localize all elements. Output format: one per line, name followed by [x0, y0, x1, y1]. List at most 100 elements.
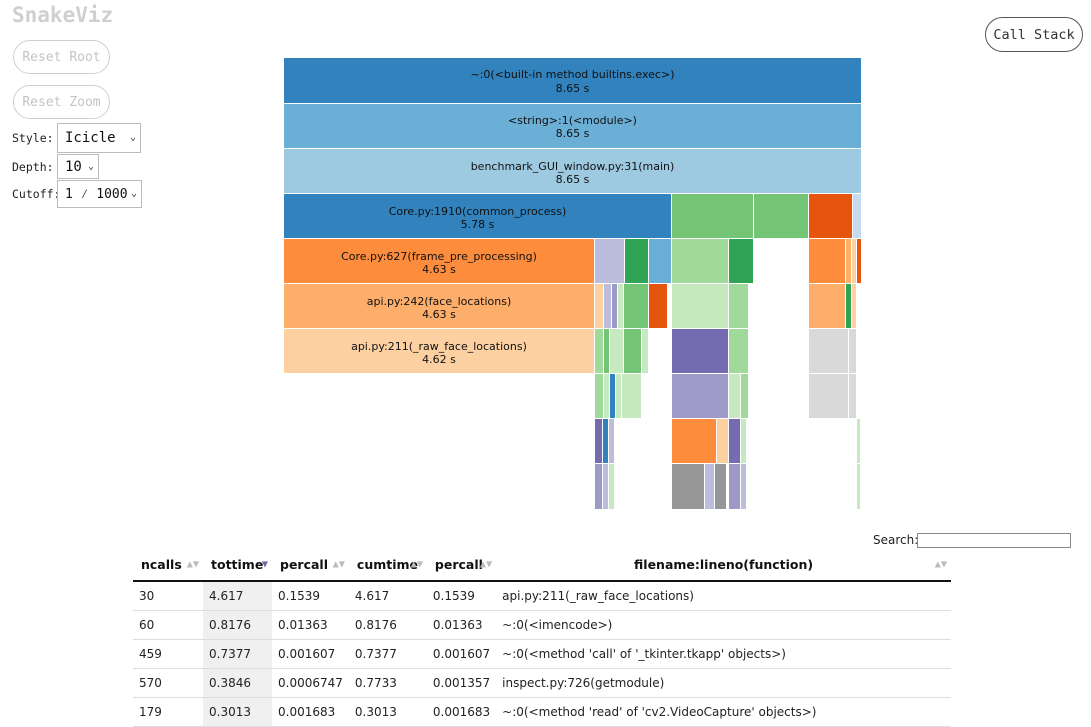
call-stack-button[interactable]: Call Stack [985, 17, 1083, 52]
icicle-block[interactable] [809, 329, 849, 374]
cell-percall-cum: 0.001683 [426, 697, 497, 727]
icicle-block[interactable] [729, 374, 741, 419]
cell-percall-cum: 0.01363 [426, 610, 497, 640]
icicle-block-common-process[interactable]: Core.py:1910(common_process) 5.78 s [284, 194, 672, 239]
icicle-block[interactable] [604, 284, 612, 329]
icicle-block[interactable] [729, 464, 741, 510]
depth-select[interactable]: 10 ⌄ [57, 154, 99, 179]
icicle-block[interactable] [604, 329, 610, 374]
icicle-block[interactable] [741, 464, 747, 510]
icicle-block-module[interactable]: <string>:1(<module>) 8.65 s [284, 104, 862, 149]
icicle-block[interactable] [616, 374, 622, 419]
icicle-block[interactable] [610, 329, 624, 374]
cell-function[interactable]: ~:0(<imencode>) [496, 610, 951, 640]
icicle-block[interactable] [809, 284, 846, 329]
icicle-block[interactable] [853, 194, 862, 239]
reset-zoom-button[interactable]: Reset Zoom [13, 85, 110, 119]
icicle-block[interactable] [741, 374, 749, 419]
icicle-block[interactable] [672, 194, 754, 239]
icicle-block[interactable] [672, 239, 729, 284]
cell-function[interactable]: ~:0(<method 'read' of 'cv2.VideoCapture'… [496, 697, 951, 727]
icicle-block[interactable] [649, 239, 672, 284]
cutoff-select-value: 1 ⁄ 1000 [65, 186, 128, 202]
cutoff-select[interactable]: 1 ⁄ 1000 ⌄ [57, 180, 142, 208]
table-row[interactable]: 179 0.3013 0.001683 0.3013 0.001683 ~:0(… [133, 697, 951, 727]
cell-tottime: 4.617 [203, 581, 272, 611]
icicle-block[interactable] [672, 464, 705, 510]
cell-function[interactable]: ~:0(<method 'call' of '_tkinter.tkapp' o… [496, 639, 951, 669]
icicle-block[interactable] [809, 239, 846, 284]
table-header-row: ncalls▲▼ tottime▼ percall▲▼ cumtime▲▼ pe… [133, 548, 951, 582]
icicle-block[interactable] [603, 464, 609, 510]
icicle-block[interactable] [741, 419, 747, 464]
icicle-block-main[interactable]: benchmark_GUI_window.py:31(main) 8.65 s [284, 149, 862, 194]
icicle-block[interactable] [612, 284, 618, 329]
icicle-block[interactable] [717, 419, 729, 464]
column-header-cumtime[interactable]: cumtime▲▼ [348, 548, 427, 582]
column-header-percall-cum[interactable]: percall▲▼ [426, 548, 497, 582]
icicle-block[interactable] [603, 419, 609, 464]
icicle-block[interactable] [754, 194, 809, 239]
icicle-block[interactable] [649, 284, 668, 329]
icicle-block[interactable] [609, 464, 615, 510]
cell-function[interactable]: inspect.py:726(getmodule) [496, 668, 951, 698]
icicle-block-frame-pre-processing[interactable]: Core.py:627(frame_pre_processing) 4.63 s [284, 239, 595, 284]
icicle-block[interactable] [729, 284, 749, 329]
icicle-block-face-locations[interactable]: api.py:242(face_locations) 4.63 s [284, 284, 595, 329]
icicle-block-time: 8.65 s [555, 173, 590, 186]
table-row[interactable]: 459 0.7377 0.001607 0.7377 0.001607 ~:0(… [133, 639, 951, 669]
icicle-block[interactable] [672, 284, 729, 329]
column-header-function[interactable]: filename:lineno(function)▲▼ [496, 548, 951, 582]
icicle-block[interactable] [595, 329, 604, 374]
column-header-percall[interactable]: percall▲▼ [272, 548, 349, 582]
icicle-block-time: 4.63 s [422, 308, 456, 321]
icicle-block[interactable] [849, 374, 857, 419]
icicle-block[interactable] [618, 284, 624, 329]
icicle-block[interactable] [852, 239, 857, 284]
icicle-block[interactable] [705, 464, 715, 510]
table-row[interactable]: 60 0.8176 0.01363 0.8176 0.01363 ~:0(<im… [133, 610, 951, 640]
depth-label: Depth: [12, 160, 54, 174]
table-row[interactable]: 30 4.617 0.1539 4.617 0.1539 api.py:211(… [133, 581, 951, 611]
cell-function[interactable]: api.py:211(_raw_face_locations) [496, 581, 951, 611]
icicle-block[interactable] [595, 374, 604, 419]
icicle-block-exec[interactable]: ~:0(<built-in method builtins.exec>) 8.6… [284, 58, 862, 104]
icicle-block[interactable] [846, 284, 852, 329]
icicle-block[interactable] [729, 419, 741, 464]
table-row[interactable]: 570 0.3846 0.0006747 0.7733 0.001357 ins… [133, 668, 951, 698]
reset-root-button[interactable]: Reset Root [13, 40, 110, 74]
icicle-block[interactable] [622, 374, 642, 419]
icicle-block[interactable] [595, 284, 604, 329]
icicle-block[interactable] [857, 239, 862, 284]
icicle-block[interactable] [595, 419, 603, 464]
icicle-block-name: Core.py:1910(common_process) [388, 205, 567, 218]
icicle-block[interactable] [595, 464, 603, 510]
icicle-block[interactable] [625, 239, 649, 284]
icicle-block[interactable] [672, 419, 717, 464]
icicle-block[interactable] [852, 284, 857, 329]
icicle-block-raw-face-locations[interactable]: api.py:211(_raw_face_locations) 4.62 s [284, 329, 595, 374]
search-input[interactable] [917, 533, 1071, 548]
icicle-block[interactable] [604, 374, 610, 419]
icicle-block[interactable] [672, 374, 729, 419]
icicle-block[interactable] [610, 374, 616, 419]
icicle-block[interactable] [849, 329, 857, 374]
icicle-block[interactable] [809, 194, 853, 239]
icicle-block[interactable] [729, 239, 754, 284]
icicle-block[interactable] [857, 419, 861, 464]
icicle-block[interactable] [715, 464, 727, 510]
icicle-block[interactable] [624, 284, 649, 329]
column-header-ncalls[interactable]: ncalls▲▼ [133, 548, 203, 582]
icicle-block[interactable] [729, 329, 749, 374]
icicle-block[interactable] [624, 329, 642, 374]
column-header-tottime[interactable]: tottime▼ [203, 548, 272, 582]
cell-percall: 0.001683 [272, 697, 349, 727]
icicle-block[interactable] [642, 329, 649, 374]
icicle-block[interactable] [595, 239, 625, 284]
icicle-block[interactable] [809, 374, 849, 419]
icicle-block[interactable] [857, 464, 861, 510]
icicle-block[interactable] [672, 329, 729, 374]
icicle-block[interactable] [846, 239, 852, 284]
icicle-block[interactable] [609, 419, 615, 464]
style-select[interactable]: Icicle ⌄ [57, 123, 141, 153]
